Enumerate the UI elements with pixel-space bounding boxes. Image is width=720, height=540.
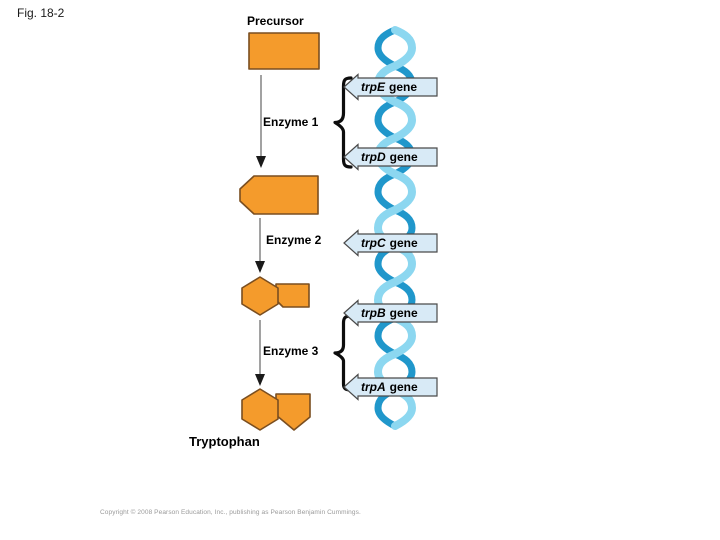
tryptophan-shape [241,388,311,431]
reaction-arrow-2 [255,218,265,273]
gene-box-trpE [343,73,438,101]
copyright-text: Copyright © 2008 Pearson Education, Inc.… [100,509,361,516]
reaction-arrow-1 [256,75,266,168]
gene-word: gene [389,150,418,164]
precursor-shape [248,32,320,70]
gene-box-trpC [343,229,438,257]
gene-box-trpA [343,373,438,401]
gene-name: trpD [361,150,386,164]
gene-word: gene [389,80,418,94]
intermediate-2-shape [241,276,310,316]
gene-name: trpE [361,80,385,94]
dna-helix [373,26,417,430]
enzyme-2-label: Enzyme 2 [266,233,322,247]
figure-label: Fig. 18-2 [17,6,65,20]
brace-enzyme-3 [333,314,353,392]
gene-word: gene [389,306,418,320]
enzyme-1-label: Enzyme 1 [263,115,319,129]
gene-word: gene [389,236,418,250]
gene-box-trpB [343,299,438,327]
dna-strand-dark [374,26,416,430]
gene-name: trpA [361,380,386,394]
gene-word: gene [389,380,418,394]
gene-box-trpD [343,143,438,171]
gene-label-trpE: trpE gene [361,78,435,96]
brace-enzyme-1 [333,76,353,169]
gene-name: trpC [361,236,386,250]
enzyme-3-label: Enzyme 3 [263,344,319,358]
precursor-label: Precursor [247,14,304,28]
gene-name: trpB [361,306,386,320]
reaction-arrow-3 [255,320,265,386]
tryptophan-label: Tryptophan [189,434,260,449]
dna-strand-light [373,26,417,430]
intermediate-1-shape [239,175,319,215]
